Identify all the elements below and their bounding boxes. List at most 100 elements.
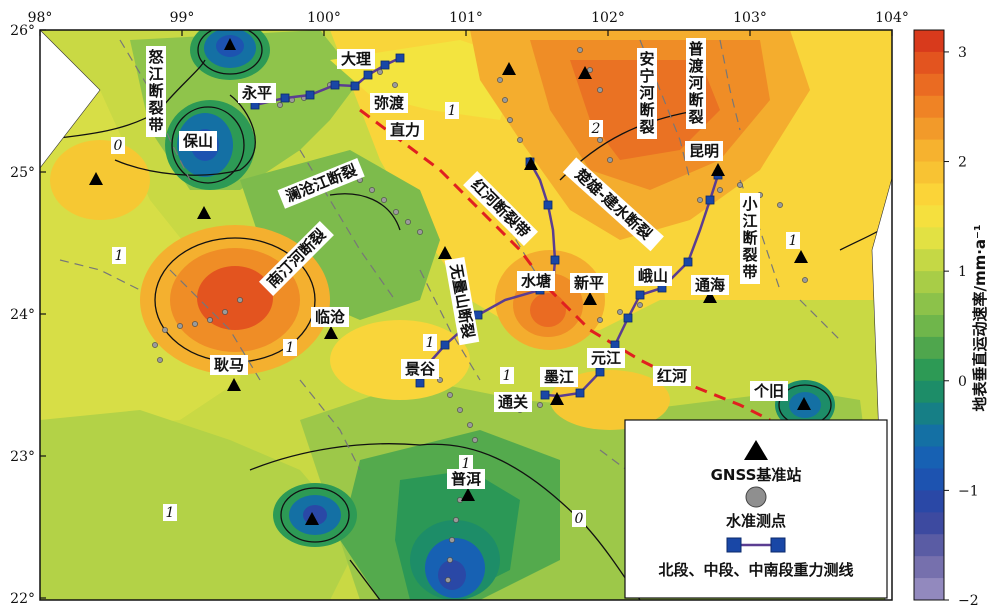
svg-text:普: 普 (688, 40, 703, 58)
svg-text:裂: 裂 (687, 108, 703, 126)
svg-text:渡: 渡 (688, 57, 704, 75)
place-label: 大理 (337, 49, 375, 69)
gnss-stations (89, 38, 811, 525)
svg-text:大理: 大理 (341, 50, 371, 68)
svg-text:水塘: 水塘 (521, 272, 551, 290)
colorbar-swatch (914, 402, 944, 426)
svg-text:红河: 红河 (657, 367, 687, 385)
colorbar-swatch (914, 490, 944, 513)
longitude-tick-label: 101° (449, 10, 483, 26)
place-label: 红河 (653, 366, 691, 386)
colorbar-swatch (914, 161, 944, 184)
place-label: 普洱 (447, 469, 485, 489)
svg-text:断: 断 (688, 91, 703, 109)
svg-text:带: 带 (148, 116, 163, 134)
colorbar-tick-label: −2 (958, 593, 979, 609)
longitude-tick-label: 99° (170, 10, 195, 26)
svg-text:河: 河 (639, 84, 654, 102)
longitude-tick-label: 100° (307, 10, 341, 26)
svg-text:裂: 裂 (638, 118, 654, 136)
contour-value-label: 0 (575, 511, 584, 527)
contour-value-label: 0 (114, 138, 123, 154)
place-label: 新平 (570, 273, 608, 293)
place-label: 通海 (691, 275, 729, 295)
legend-gnss-label: GNSS基准站 (711, 466, 802, 484)
colorbar-tick-label: −1 (958, 483, 979, 499)
colorbar-title: 地表垂直运动速率/mm·a⁻¹ (971, 224, 989, 411)
colorbar-swatch (914, 446, 944, 469)
place-label: 耿马 (210, 355, 248, 375)
colorbar-swatch (914, 95, 944, 119)
legend-leveling-icon (745, 486, 767, 508)
svg-text:江: 江 (148, 65, 163, 83)
svg-text:保山: 保山 (182, 132, 213, 150)
legend-gravity-node-icon (726, 537, 742, 553)
legend-gravity-label: 北段、中段、中南段重力测线 (658, 561, 853, 579)
place-label: 临沧 (311, 307, 349, 327)
svg-text:裂: 裂 (741, 246, 757, 264)
svg-text:普洱: 普洱 (451, 470, 481, 488)
latitude-tick-label: 24° (10, 307, 35, 323)
longitude-axis: 98°99°100°101°102°103°104° (28, 10, 909, 36)
contour-value-label: 1 (448, 103, 457, 119)
place-label: 元江 (587, 348, 625, 368)
svg-text:弥渡: 弥渡 (374, 94, 405, 112)
contour-value-label: 1 (789, 233, 798, 249)
svg-text:裂: 裂 (147, 99, 163, 117)
svg-text:断: 断 (148, 82, 163, 100)
colorbar-tick-label: 0 (958, 374, 967, 390)
place-label: 通关 (494, 392, 532, 412)
latitude-tick-label: 25° (10, 165, 35, 181)
map-frame (39, 29, 893, 601)
contour-value-label: 1 (462, 456, 471, 472)
svg-text:通关: 通关 (498, 393, 528, 411)
svg-text:耿马: 耿马 (214, 356, 244, 374)
svg-text:个旧: 个旧 (753, 382, 784, 400)
svg-text:元江: 元江 (591, 349, 621, 367)
svg-text:怒: 怒 (148, 48, 163, 66)
svg-text:临沧: 临沧 (315, 308, 345, 326)
colorbar-swatch (914, 358, 944, 382)
colorbar-swatch (914, 556, 944, 579)
colorbar-swatch (914, 183, 944, 206)
contour-value-label: 1 (115, 248, 124, 264)
contour-value-label: 1 (286, 340, 295, 356)
colorbar-swatch (914, 205, 944, 228)
colorbar-swatch (914, 315, 944, 338)
place-label: 景谷 (401, 359, 439, 379)
contour-value-label: 1 (503, 368, 512, 384)
place-label: 个旧 (750, 381, 788, 401)
colorbar-swatch (914, 249, 944, 272)
latitude-tick-label: 23° (10, 449, 35, 465)
place-label: 保山 (179, 131, 217, 151)
place-label: 墨江 (540, 367, 578, 387)
legend-gravity-node-icon (770, 537, 786, 553)
legend-leveling-label: 水准测点 (726, 512, 786, 530)
svg-text:昆明: 昆明 (689, 142, 719, 160)
legend: GNSS基准站 水准测点 北段、中段、中南段重力测线 (624, 419, 888, 599)
contour-value-label: 1 (166, 505, 175, 521)
colorbar-swatch (914, 271, 944, 294)
svg-text:宁: 宁 (639, 67, 654, 85)
colorbar-swatch (914, 336, 944, 360)
latitude-tick-label: 26° (10, 23, 35, 39)
svg-text:江: 江 (742, 212, 757, 230)
place-label: 直力 (386, 120, 424, 140)
colorbar-swatch (914, 380, 944, 404)
svg-text:小: 小 (742, 195, 757, 213)
contour-value-label: 2 (591, 121, 601, 137)
colorbar-swatch (914, 227, 944, 250)
latitude-tick-label: 22° (10, 591, 35, 607)
svg-text:墨江: 墨江 (544, 368, 574, 386)
svg-text:峨山: 峨山 (638, 267, 668, 285)
latitude-axis: 26° 25° 24° 23° 22° (10, 23, 46, 607)
colorbar-swatch (914, 293, 944, 316)
colorbar-swatch (914, 139, 944, 163)
colorbar-swatch (914, 578, 944, 601)
colorbar-swatch (914, 51, 944, 75)
